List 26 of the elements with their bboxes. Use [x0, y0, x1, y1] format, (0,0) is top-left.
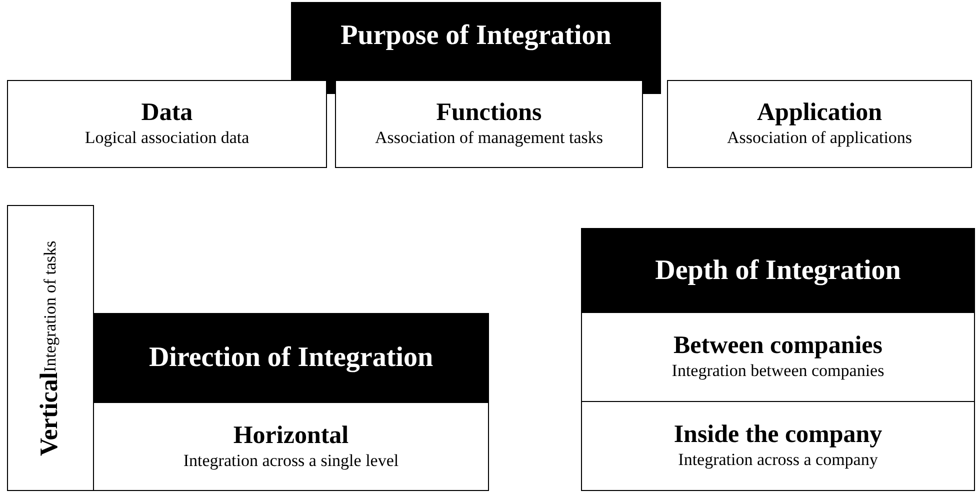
category-box — [335, 80, 643, 168]
heading-text: Between companies — [674, 332, 882, 362]
heading-text: Functions — [436, 99, 542, 128]
title-text: Depth of Integration — [655, 254, 901, 286]
description-text: Integration between companies — [670, 361, 886, 382]
title-text: Direction of Integration — [148, 342, 434, 374]
description-text: Integration of tasks — [39, 240, 60, 372]
heading-text: Application — [756, 99, 882, 128]
category-box — [7, 205, 94, 491]
description-text: Logical association data — [84, 128, 250, 149]
title-band — [93, 313, 489, 403]
heading-text: Vertical — [36, 372, 64, 456]
category-box — [667, 80, 972, 168]
description-text: Association of applications — [726, 128, 914, 149]
heading-text: Data — [141, 99, 193, 128]
category-box — [7, 80, 327, 168]
category-box — [93, 402, 489, 491]
description-text: Integration across a single level — [182, 450, 400, 472]
heading-text: Horizontal — [233, 422, 349, 451]
heading-text: Inside the company — [674, 421, 882, 450]
category-box — [581, 401, 975, 491]
title-band — [581, 228, 975, 313]
description-text: Integration across a company — [677, 450, 879, 471]
category-box — [581, 312, 975, 402]
description-text: Association of management tasks — [374, 128, 604, 149]
title-text: Purpose of Integration — [340, 20, 612, 52]
